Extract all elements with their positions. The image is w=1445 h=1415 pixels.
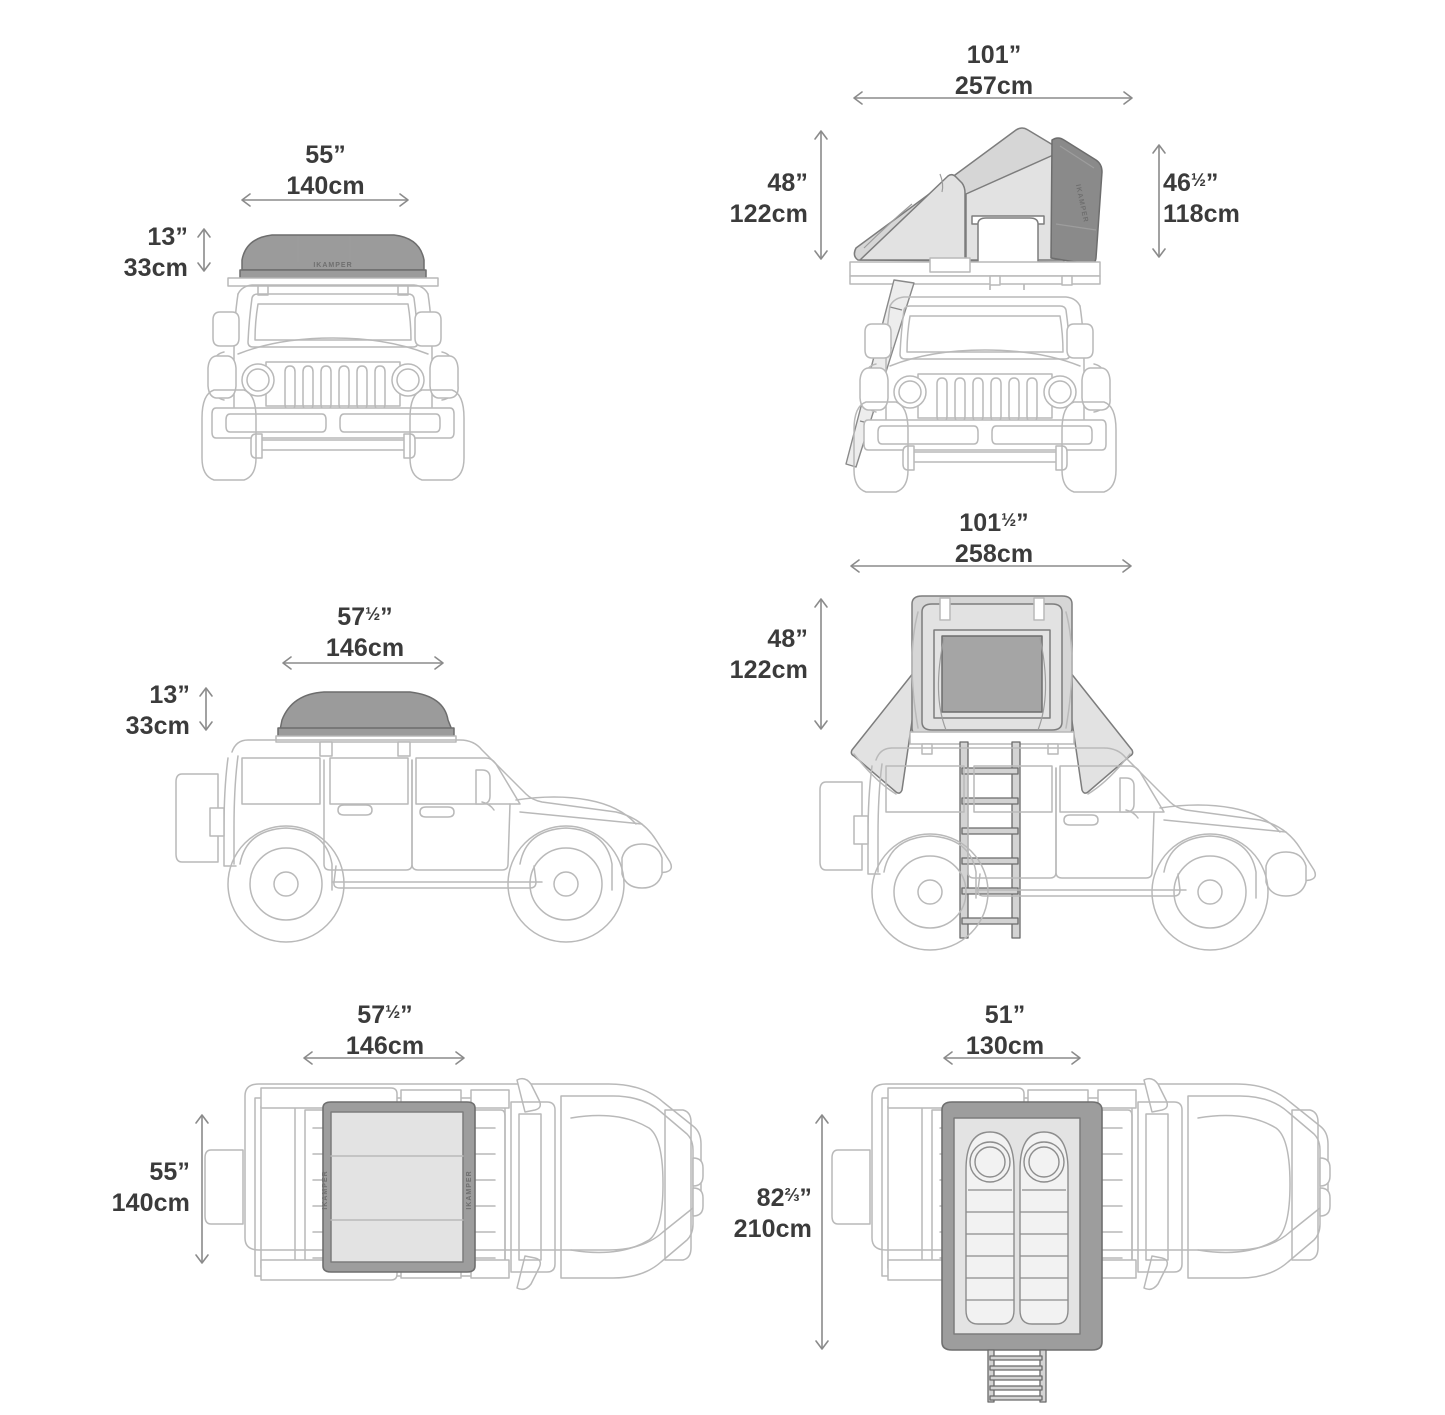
tent-closed-top: IKAMPER IKAMPER [322,1101,476,1273]
brand-logo-front: IKAMPER [313,262,352,269]
vehicle-body-side-open [819,747,1317,951]
dimension-arrow-front-open-height-right [1151,140,1167,262]
dim-value-metric: 146cm [325,633,405,662]
dimension-arrow-side-closed-height [198,683,214,735]
brand-logo-top-left: IKAMPER [322,1170,329,1209]
vehicle-body-side [175,739,673,943]
bag-baffles-left [966,1189,1014,1301]
dimension-label-front-closed-width: 55” 140cm [218,140,433,201]
dim-value-metric: 118cm [1163,199,1240,228]
dim-value-metric: 33cm [123,253,188,282]
illustration-jeep-side-closed [172,672,692,943]
vehicle-body-front-open [853,296,1117,493]
dim-value-inches-whole: 101 [959,509,1002,537]
illustration-jeep-top-open [831,1062,1332,1412]
dim-value-inches-unit: ” [1205,169,1219,197]
dim-value-inches-unit: ” [1016,509,1029,537]
dim-value-inches: 51” [984,1001,1026,1029]
dim-value-inches-whole: 57 [357,1001,386,1029]
dimension-arrow-top-open-width [938,1050,1086,1066]
dim-value-inches: 48” [767,625,808,653]
grille-slots [936,377,1038,423]
dim-value-inches-whole: 57 [337,603,366,631]
dim-value-metric: 140cm [111,1188,190,1217]
dimension-arrow-side-open-length [845,558,1137,574]
vehicle-body-front [201,284,465,481]
dimension-label-front-closed-height: 13” 33cm [48,222,188,283]
dimension-label-front-open-height-right: 46½” 118cm [1163,168,1313,229]
dimension-label-side-open-height: 48” 122cm [660,624,808,685]
dimension-label-side-open-length: 101½” 258cm [890,508,1098,569]
dimension-label-top-open-length: 82⅔” 210cm [678,1183,812,1244]
dimension-arrow-front-closed-width [236,192,414,208]
dim-value-inches-fraction: ½ [385,1001,401,1022]
dim-value-inches-fraction: ½ [1001,509,1017,530]
tent-base-rail [849,257,1101,286]
dimension-label-top-closed-length: 57½” 146cm [285,1000,485,1061]
tent-open-side [850,595,1134,795]
dimension-arrow-top-closed-width [194,1110,210,1268]
illustration-jeep-top-closed: IKAMPER IKAMPER [204,1062,725,1312]
roof-rack-side [319,741,411,757]
dimension-arrow-side-open-height [813,594,829,734]
illustration-jeep-front-open: IKAMPER [820,112,1150,493]
ladder-rungs-top [989,1355,1043,1401]
bag-baffles-right [1020,1189,1068,1301]
grille-slots [284,365,386,411]
tent-shell-closed: IKAMPER [239,234,427,279]
dim-value-metric: 122cm [729,199,808,228]
illustration-jeep-front-closed: IKAMPER [198,222,468,484]
dim-value-inches: 13” [147,223,188,251]
dim-value-metric: 130cm [965,1031,1045,1060]
dim-value-inches-whole: 82 [756,1184,785,1212]
dimension-label-front-open-width: 101” 257cm [888,40,1100,101]
brand-logo-top-right: IKAMPER [466,1170,473,1209]
dim-value-metric: 257cm [954,71,1034,100]
roof-rack [227,277,439,296]
illustration-jeep-side-open [819,582,1322,952]
dim-value-inches-unit: ” [400,1001,413,1029]
dimension-label-front-open-height-left: 48” 122cm [660,168,808,229]
dim-value-inches-fraction: ⅔ [784,1184,800,1205]
dimension-arrow-front-closed-height [196,224,212,276]
dimension-label-side-closed-length: 57½” 146cm [265,602,465,663]
dim-value-inches-fraction: ½ [365,603,381,624]
dim-value-inches-fraction: ½ [1191,169,1206,190]
dim-value-inches: 101” [966,41,1022,69]
ladder-rungs [961,767,1019,925]
dim-value-inches: 48” [767,169,808,197]
dimension-arrow-top-closed-length [298,1050,470,1066]
dim-value-inches-whole: 46 [1163,169,1192,197]
dimension-arrow-front-open-height-left [813,126,829,264]
tent-shell-closed-side [275,691,457,743]
sleeping-bag-left [965,1131,1015,1325]
dimension-label-top-closed-width: 55” 140cm [55,1157,190,1218]
dimension-arrow-top-open-length [814,1110,830,1354]
dim-value-metric: 258cm [954,539,1034,568]
sleeping-bag-right [1019,1131,1069,1325]
dimension-label-top-open-width: 51” 130cm [915,1000,1095,1061]
dim-value-inches: 55” [149,1158,190,1186]
ladder-vertical [959,741,1021,939]
dimension-arrow-front-open-width [848,90,1138,106]
dim-value-metric: 210cm [733,1214,812,1243]
dim-value-metric: 140cm [286,171,365,200]
dim-value-inches: 13” [149,681,190,709]
dimension-label-side-closed-height: 13” 33cm [48,680,190,741]
dim-value-metric: 146cm [345,1031,425,1060]
ladder-top-view [987,1349,1047,1403]
sleeping-bags [965,1131,1069,1325]
dim-value-metric: 122cm [729,655,808,684]
dim-value-inches: 55” [305,141,346,169]
dim-value-metric: 33cm [125,711,190,740]
dim-value-inches-unit: ” [380,603,393,631]
dim-value-inches-unit: ” [799,1184,812,1212]
dimension-arrow-side-closed-length [277,655,449,671]
